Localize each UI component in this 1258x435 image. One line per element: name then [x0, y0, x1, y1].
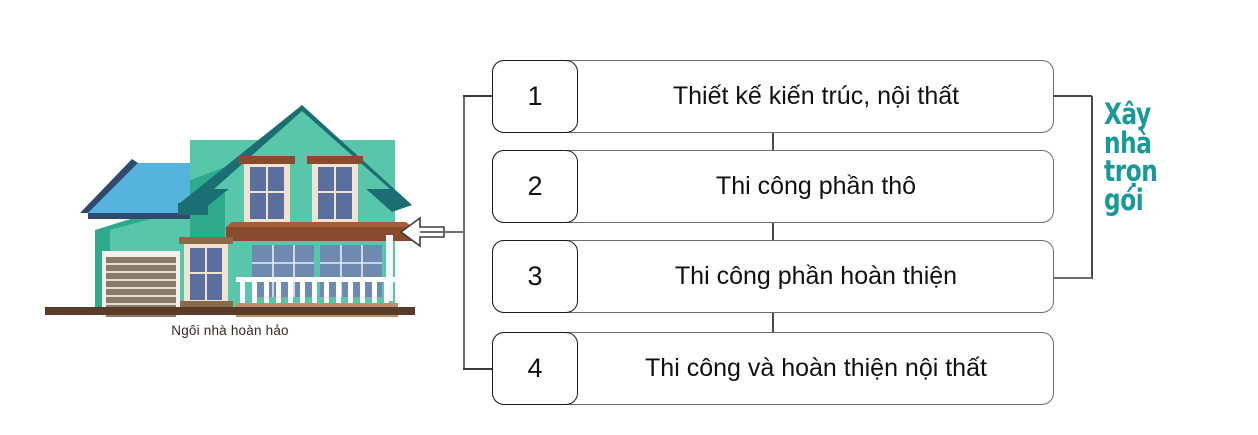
flow-row-3-number: 3	[492, 240, 578, 313]
flow-row-2-number: 2	[492, 150, 578, 223]
right-caption: Xây nhà trọn gói	[1104, 100, 1176, 215]
flow-row-3-label: Thi công phần hoàn thiện	[674, 262, 958, 290]
flow-row-1[interactable]: 1 Thiết kế kiến trúc, nội thất	[492, 60, 1054, 133]
connector-row1-row2	[772, 133, 774, 150]
right-caption-line-2: nhà	[1104, 125, 1152, 160]
flow-row-4-label: Thi công và hoàn thiện nội thất	[645, 354, 987, 382]
flow-row-4-box	[492, 332, 1054, 405]
flow-row-2-box	[492, 150, 1054, 223]
right-bracket-branch-bottom	[1053, 277, 1092, 280]
left-bracket-branch-top	[463, 95, 493, 97]
flow-row-4-number: 4	[492, 332, 578, 405]
left-bracket-vertical	[463, 96, 466, 369]
house-illustration	[40, 85, 420, 335]
flow-row-3[interactable]: 3 Thi công phần hoàn thiện	[492, 240, 1054, 313]
flow-row-3-box	[492, 240, 1054, 313]
flow-row-1-box	[492, 60, 1054, 133]
right-caption-line-3: trọn	[1104, 154, 1158, 189]
house-caption: Ngôi nhà hoàn hảo	[171, 323, 289, 338]
right-caption-line-4: gói	[1104, 183, 1144, 218]
flow-row-1-number: 1	[492, 60, 578, 133]
connector-row3-row4	[772, 313, 774, 332]
connector-row2-row3	[772, 223, 774, 240]
left-bracket-stem	[420, 231, 464, 234]
flow-row-4[interactable]: 4 Thi công và hoàn thiện nội thất	[492, 332, 1054, 405]
flow-row-2[interactable]: 2 Thi công phần thô	[492, 150, 1054, 223]
right-bracket-branch-top	[1053, 95, 1092, 97]
flow-row-2-label: Thi công phần thô	[715, 172, 917, 200]
left-bracket-branch-bottom	[463, 368, 493, 370]
right-bracket-vertical	[1091, 96, 1093, 279]
flow-row-1-label: Thiết kế kiến trúc, nội thất	[672, 82, 960, 110]
right-caption-line-1: Xây	[1104, 97, 1151, 131]
